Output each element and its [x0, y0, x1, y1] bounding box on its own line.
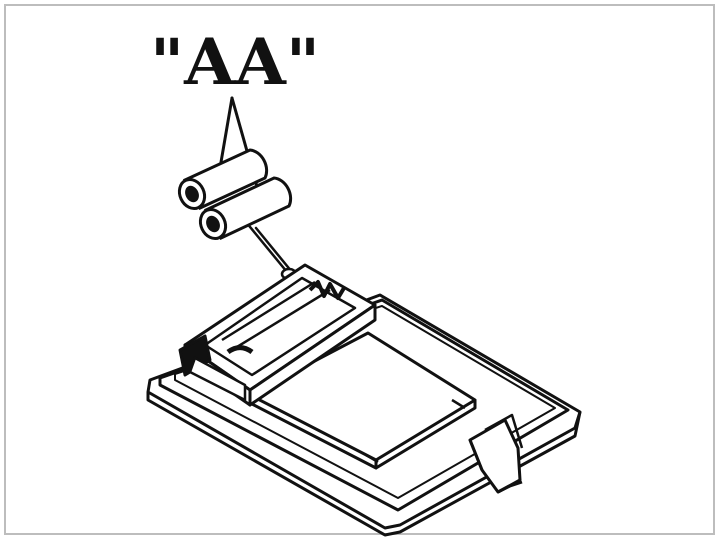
cover-plate-notches [365, 398, 466, 464]
aa-battery-upper [177, 148, 269, 211]
battery-size-label: "AA" [150, 25, 320, 100]
side-latch-clip [468, 413, 524, 494]
aa-battery-lower [198, 176, 293, 241]
battery-compartment [178, 263, 377, 407]
cover-plate [248, 331, 477, 470]
